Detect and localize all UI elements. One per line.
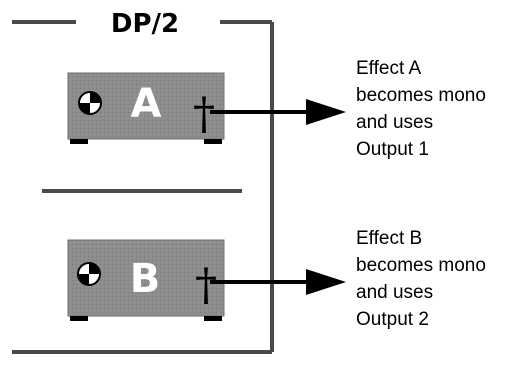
arrow-b: [210, 269, 346, 295]
dp2-frame: [12, 20, 274, 354]
arrow-a: [210, 99, 346, 125]
page-title: DP/2: [111, 9, 179, 39]
note-a: Effect A becomes mono and uses Output 1: [356, 58, 486, 160]
dagger-icon: †: [193, 89, 215, 140]
note-a-line-4: Output 1: [356, 139, 429, 160]
effect-unit-b: B †: [67, 239, 225, 321]
note-b: Effect B becomes mono and uses Output 2: [356, 228, 486, 330]
note-b-line-2: becomes mono: [356, 255, 486, 276]
unit-letter-b: B: [130, 256, 161, 302]
note-b-line-3: and uses: [356, 282, 433, 303]
note-b-line-1: Effect B: [356, 228, 422, 249]
note-a-line-3: and uses: [356, 112, 433, 133]
note-a-line-2: becomes mono: [356, 85, 486, 106]
note-a-line-1: Effect A: [356, 58, 421, 79]
note-b-line-4: Output 2: [356, 309, 429, 330]
knob-icon: [77, 262, 101, 286]
knob-icon: [78, 91, 102, 115]
dagger-icon: †: [195, 260, 217, 311]
unit-letter-a: A: [131, 81, 162, 127]
effect-unit-a: A †: [67, 72, 225, 144]
